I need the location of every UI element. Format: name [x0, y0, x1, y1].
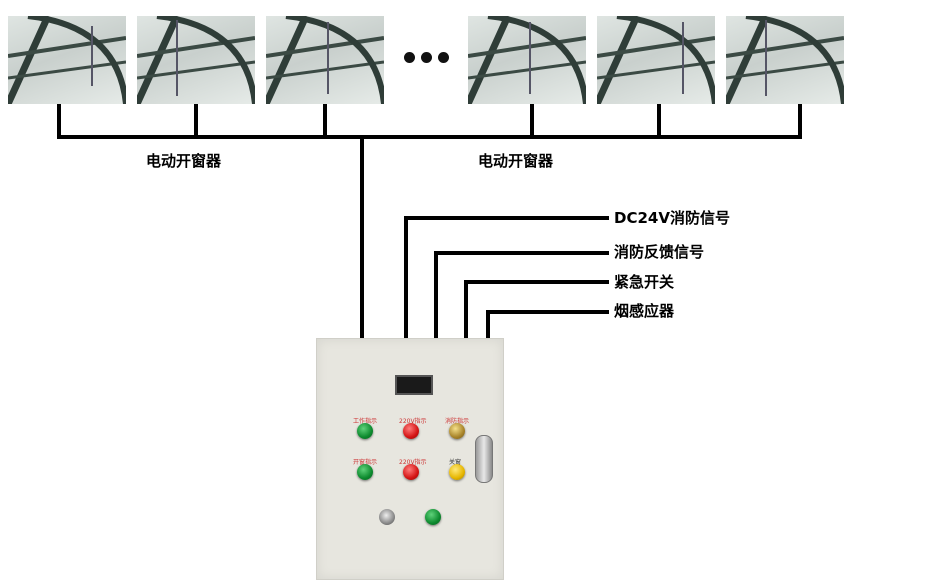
lamp-label-220v-top: 220V指示 [399, 418, 427, 425]
signal-wire-emergency-v [464, 280, 468, 340]
control-cabinet: 工作指示 220V指示 消防指示 开窗指示 220V指示 关窗 [316, 338, 504, 580]
window-group-label-left: 电动开窗器 [146, 152, 222, 170]
lamp-label-fire: 消防指示 [445, 418, 470, 425]
fire-indicator-lamp [449, 423, 465, 439]
window-frame-graphic [266, 16, 384, 104]
signal-wire-dc24v-h [404, 216, 609, 220]
signal-label-feedback: 消防反馈信号 [614, 243, 705, 261]
window-frame-graphic [726, 16, 844, 104]
window-group-label-right: 电动开窗器 [478, 152, 554, 170]
drop-wire-1 [57, 104, 61, 139]
dot [438, 52, 449, 63]
window-image-4 [468, 16, 586, 104]
signal-label-smoke-detector: 烟感应器 [614, 302, 675, 320]
window-image-3 [266, 16, 384, 104]
signal-wire-smoke-v [486, 310, 490, 340]
signal-wire-feedback-v [434, 251, 438, 340]
dot [421, 52, 432, 63]
signal-label-emergency-switch: 紧急开关 [614, 273, 675, 291]
signal-label-dc24v: DC24V消防信号 [614, 209, 730, 227]
work-indicator-lamp [357, 423, 373, 439]
window-frame-graphic [468, 16, 586, 104]
dot [404, 52, 415, 63]
ellipsis-dots [404, 52, 450, 70]
v220-indicator-lamp-bottom [403, 464, 419, 480]
trunk-wire [360, 135, 364, 340]
power-button[interactable] [425, 509, 441, 525]
v220-indicator-lamp-top [403, 423, 419, 439]
drop-wire-5 [657, 104, 661, 135]
window-image-1 [8, 16, 126, 104]
signal-wire-feedback-h [434, 251, 609, 255]
lamp-label-220v-bottom: 220V指示 [399, 459, 427, 466]
drop-wire-3 [323, 104, 327, 135]
signal-wire-dc24v-v [404, 216, 408, 340]
cabinet-door-handle[interactable] [475, 435, 493, 483]
lamp-label-close: 关窗 [449, 459, 462, 466]
key-switch[interactable] [379, 509, 395, 525]
drop-wire-4 [530, 104, 534, 135]
window-image-5 [597, 16, 715, 104]
drop-wire-2 [194, 104, 198, 135]
window-frame-graphic [8, 16, 126, 104]
window-frame-graphic [137, 16, 255, 104]
lamp-label-open: 开窗指示 [353, 459, 378, 466]
window-frame-graphic [597, 16, 715, 104]
open-indicator-lamp [357, 464, 373, 480]
signal-wire-smoke-h [486, 310, 609, 314]
window-image-2 [137, 16, 255, 104]
close-window-button[interactable] [449, 464, 465, 480]
window-image-6 [726, 16, 844, 104]
cabinet-display [395, 375, 433, 395]
lamp-label-work: 工作指示 [353, 418, 378, 425]
drop-wire-6 [798, 104, 802, 139]
signal-wire-emergency-h [464, 280, 609, 284]
bus-line [57, 135, 802, 139]
